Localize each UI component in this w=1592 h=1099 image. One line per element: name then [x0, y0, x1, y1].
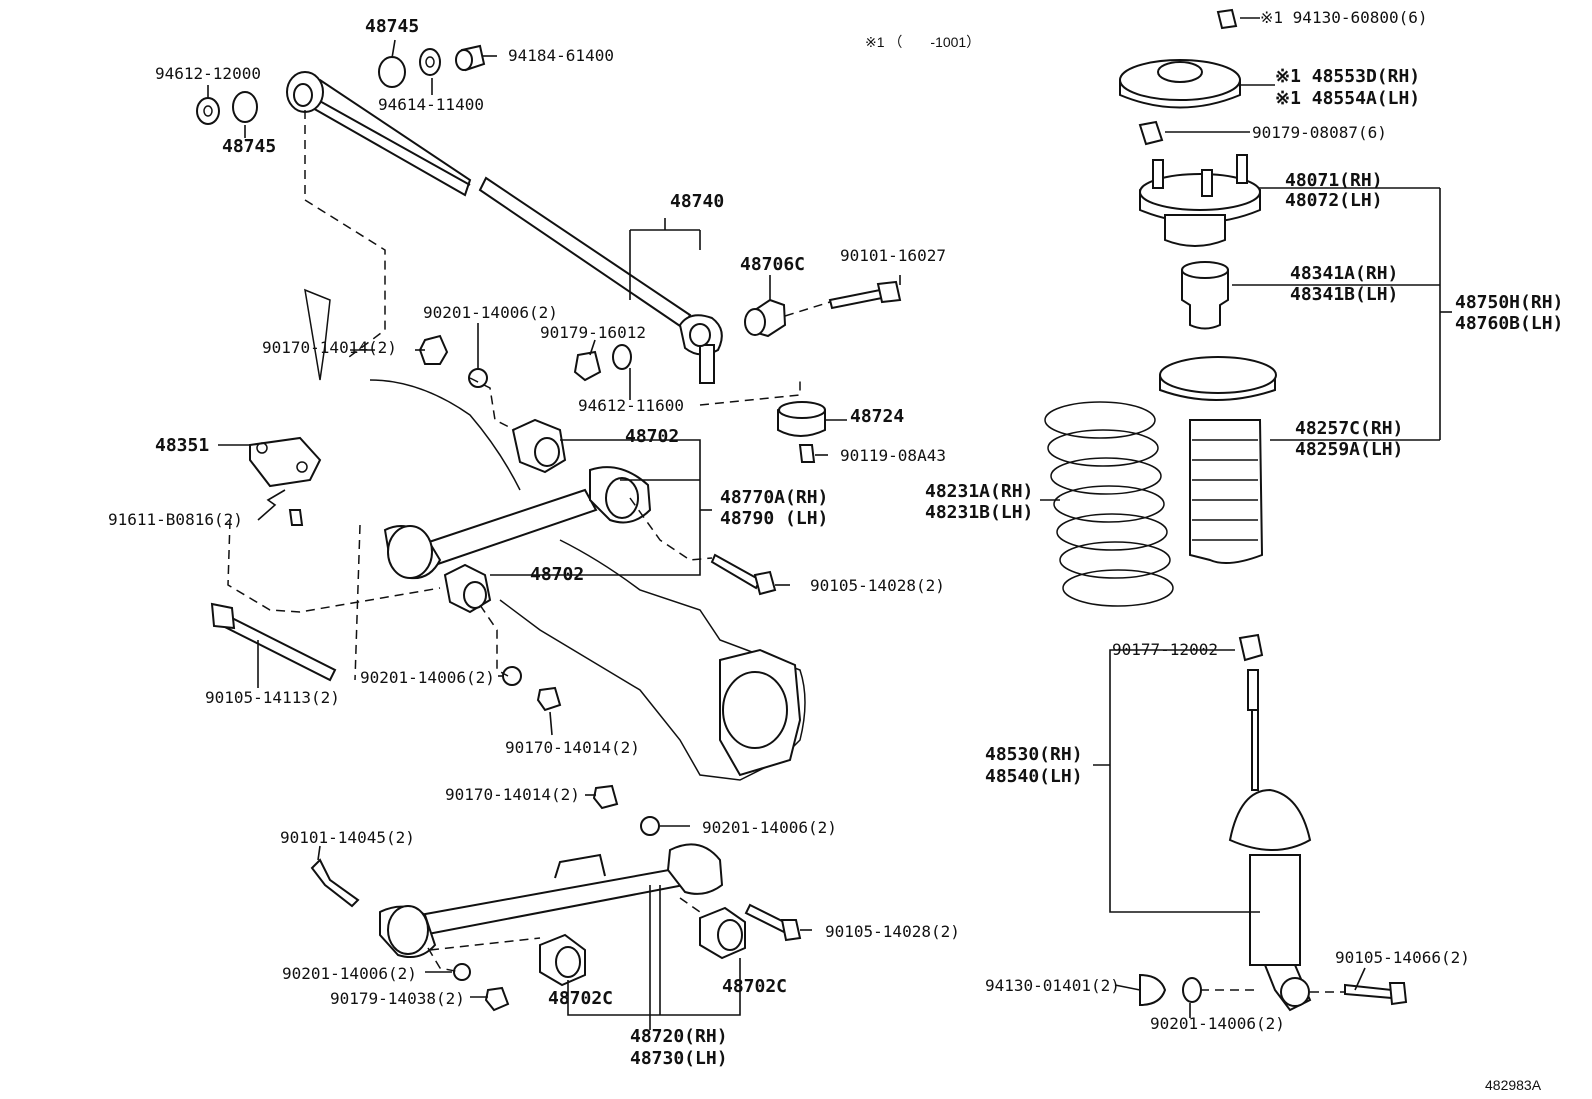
label-90105-14028-b[interactable]: 90105-14028(2)	[825, 922, 960, 941]
drawing-id: 482983A	[1485, 1077, 1542, 1093]
label-48745-b[interactable]: 48745	[222, 136, 277, 157]
label-48702-a[interactable]: 48702	[625, 426, 680, 447]
label-48540[interactable]: 48540(LH)	[985, 766, 1083, 787]
label-90179-16012[interactable]: 90179-16012	[540, 323, 646, 342]
label-48720[interactable]: 48720(RH)	[630, 1026, 728, 1047]
label-90105-14113[interactable]: 90105-14113(2)	[205, 688, 340, 707]
label-90179-08087[interactable]: 90179-08087(6)	[1252, 123, 1387, 142]
upper-control-rod[interactable]	[286, 71, 723, 384]
lower-control-arm-48720[interactable]	[310, 816, 802, 1012]
dashed-guides	[227, 110, 1345, 993]
label-48745-a[interactable]: 48745	[365, 16, 420, 37]
label-48351[interactable]: 48351	[155, 435, 210, 456]
label-48702-b[interactable]: 48702	[530, 564, 585, 585]
upper-support-48071[interactable]	[1139, 154, 1261, 247]
label-48071[interactable]: 48071(RH)	[1285, 170, 1383, 191]
label-48072[interactable]: 48072(LH)	[1285, 190, 1383, 211]
label-48760b[interactable]: 48760B(LH)	[1455, 313, 1564, 334]
coil-spring-48231a[interactable]	[1044, 401, 1174, 607]
label-90201-14006-c[interactable]: 90201-14006(2)	[702, 818, 837, 837]
label-48553d[interactable]: ※1 48553D(RH)	[1275, 66, 1421, 87]
label-94612-12000[interactable]: 94612-12000	[155, 64, 261, 83]
label-94184-61400[interactable]: 94184-61400	[508, 46, 614, 65]
label-48790[interactable]: 48790 (LH)	[720, 508, 829, 529]
bracket-48351[interactable]	[249, 436, 322, 526]
note-1001: ※1 （ -1001）	[865, 34, 981, 50]
label-90201-14006-f[interactable]: 90201-14006(2)	[1150, 1014, 1285, 1033]
bump-stop-48341a[interactable]	[1181, 261, 1229, 330]
label-48750h[interactable]: 48750H(RH)	[1455, 292, 1564, 313]
label-90101-14045[interactable]: 90101-14045(2)	[280, 828, 415, 847]
label-90170-14014-c[interactable]: 90170-14014(2)	[445, 785, 580, 804]
label-48554a[interactable]: ※1 48554A(LH)	[1275, 88, 1421, 109]
bushings-48745[interactable]	[196, 44, 486, 125]
label-90179-14038[interactable]: 90179-14038(2)	[330, 989, 465, 1008]
label-94130-60800[interactable]: ※1 94130-60800(6)	[1260, 8, 1428, 27]
label-91611-b0816[interactable]: 91611-B0816(2)	[108, 510, 243, 529]
label-48341b[interactable]: 48341B(LH)	[1290, 284, 1399, 305]
label-48259a[interactable]: 48259A(LH)	[1295, 439, 1404, 460]
label-48530[interactable]: 48530(RH)	[985, 744, 1083, 765]
label-90170-14014-a[interactable]: 90170-14014(2)	[262, 338, 397, 357]
label-90201-14006-b[interactable]: 90201-14006(2)	[360, 668, 495, 687]
bumper-48724[interactable]	[777, 401, 826, 463]
label-48702c-b[interactable]: 48702C	[722, 976, 788, 997]
bushing-48706c[interactable]	[744, 280, 902, 338]
label-90201-14006-d[interactable]: 90201-14006(2)	[282, 964, 417, 983]
label-94130-01401[interactable]: 94130-01401(2)	[985, 976, 1120, 995]
label-94614-11400[interactable]: 94614-11400	[378, 95, 484, 114]
dust-boot-48257c[interactable]	[1159, 356, 1277, 565]
label-48770a[interactable]: 48770A(RH)	[720, 487, 829, 508]
label-48740[interactable]: 48740	[670, 191, 725, 212]
label-90119-08a43[interactable]: 90119-08A43	[840, 446, 946, 465]
upper-mount-48553d[interactable]	[1119, 8, 1241, 146]
leader-lines	[207, 17, 1452, 1030]
label-90177-12002[interactable]: 90177-12002	[1112, 640, 1218, 659]
label-94612-11600[interactable]: 94612-11600	[578, 396, 684, 415]
bolts-left[interactable]	[210, 553, 777, 810]
lower-control-arm-48770a[interactable]	[383, 418, 652, 614]
label-48231b[interactable]: 48231B(LH)	[925, 502, 1034, 523]
label-90101-16027[interactable]: 90101-16027	[840, 246, 946, 265]
label-90105-14028-a[interactable]: 90105-14028(2)	[810, 576, 945, 595]
label-90201-14006-a[interactable]: 90201-14006(2)	[423, 303, 558, 322]
shock-absorber-48530[interactable]	[1139, 633, 1408, 1012]
label-48702c-a[interactable]: 48702C	[548, 988, 614, 1009]
label-48231a[interactable]: 48231A(RH)	[925, 481, 1034, 502]
label-48730[interactable]: 48730(LH)	[630, 1048, 728, 1069]
nuts-center[interactable]	[418, 334, 632, 388]
label-90105-14066[interactable]: 90105-14066(2)	[1335, 948, 1470, 967]
label-48341a[interactable]: 48341A(RH)	[1290, 263, 1399, 284]
label-90170-14014-b[interactable]: 90170-14014(2)	[505, 738, 640, 757]
axle-housing	[304, 288, 806, 781]
label-48257c[interactable]: 48257C(RH)	[1295, 418, 1404, 439]
label-48706c[interactable]: 48706C	[740, 254, 806, 275]
label-48724[interactable]: 48724	[850, 406, 905, 427]
